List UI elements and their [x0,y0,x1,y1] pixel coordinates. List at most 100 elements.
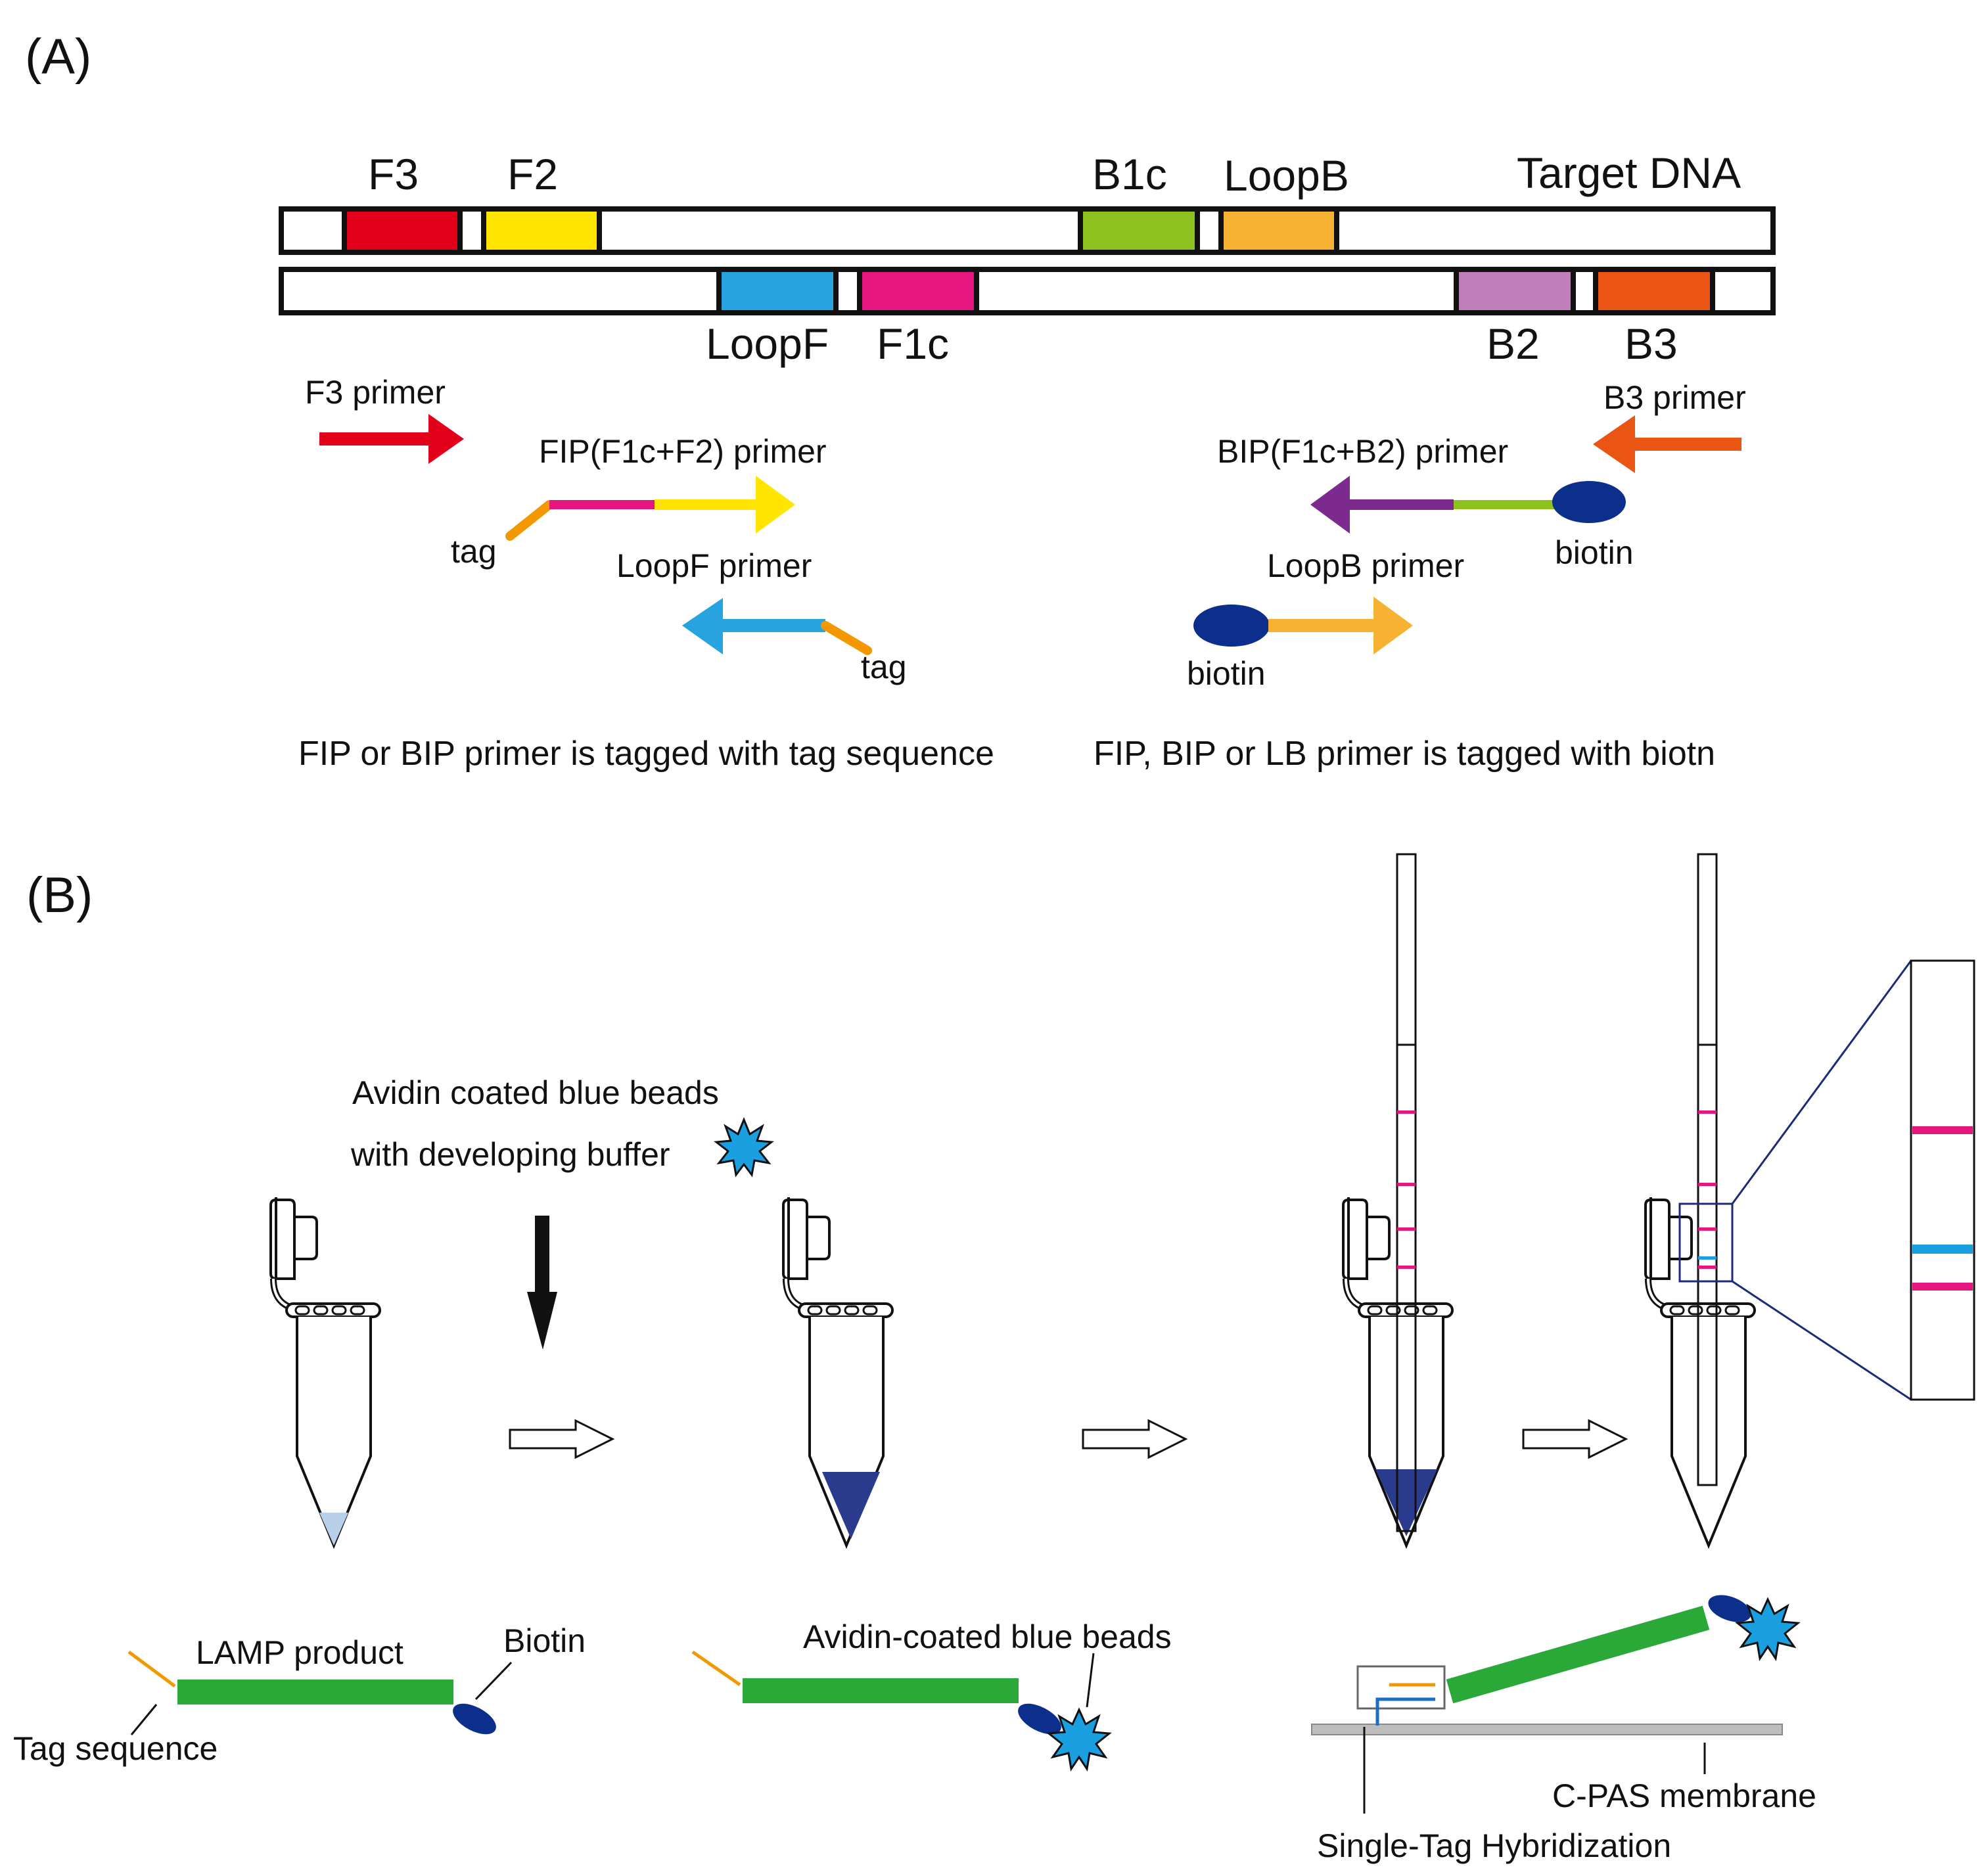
zoom-region [1678,1202,1734,1283]
label-b3-primer: B3 primer [1603,379,1746,416]
strip-4-line [1698,1110,1717,1114]
segment-b3 [1593,267,1715,315]
label-f2: F2 [507,150,558,198]
label-bip-biotin: biotin [1555,534,1634,571]
lamp-product-bar [177,1680,453,1704]
label-fip-primer: FIP(F1c+F2) primer [539,433,827,470]
lamp-product-bar [1446,1605,1710,1704]
label-f3-primer: F3 primer [305,374,446,411]
tube-3-with-strip [1343,853,1452,1545]
loopb-primer-arrow [1268,597,1413,654]
lamp-product: LAMP product Biotin Tag sequence [13,1622,586,1767]
label-avidin-beads: Avidin-coated blue beads [803,1618,1172,1655]
step-arrow-icon [1522,1419,1627,1459]
label-loopf-tag: tag [861,649,907,685]
zoomed-control-line [1912,1126,1973,1134]
fip-f2-arrow [655,476,795,534]
lamp-product-bar [743,1678,1019,1703]
strip-3-line [1397,1227,1416,1231]
label-b3: B3 [1625,319,1678,368]
tube-4-with-strip [1646,853,1975,1545]
label-beads-line1: Avidin coated blue beads [352,1074,719,1111]
leader-line [1086,1653,1095,1708]
note-biotin: FIP, BIP or LB primer is tagged with bio… [1094,735,1715,773]
strip-3-body [1396,1043,1417,1532]
tube-1 [271,1197,380,1545]
label-tag-sequence: Tag sequence [13,1730,218,1767]
add-beads-arrow-icon [527,1216,557,1350]
label-target-dna: Target DNA [1517,149,1741,197]
product-with-beads: Avidin-coated blue beads [691,1618,1172,1772]
panel-b-label: (B) [26,867,93,923]
strip-4-body [1697,1043,1718,1486]
segment-f1c [857,267,979,315]
note-tag-sequence: FIP or BIP primer is tagged with tag seq… [298,735,994,773]
zoomed-control-line [1912,1283,1973,1291]
blue-bead-icon [1735,1597,1801,1661]
b3-primer-arrow [1593,415,1741,473]
step-arrow-icon [1082,1419,1187,1459]
zoomed-test-line [1912,1245,1973,1254]
strip-3-line [1397,1183,1416,1186]
segment-loopb [1218,206,1339,255]
label-loopb: LoopB [1224,151,1349,200]
label-loopb-biotin: biotin [1187,655,1266,692]
panel-a-label: (A) [25,29,91,85]
label-biotin: Biotin [503,1622,586,1659]
tube-2-liquid [822,1472,880,1539]
strip-3-line [1397,1110,1416,1114]
leader-line [130,1704,158,1735]
strip-4-line [1698,1183,1717,1186]
tag-sequence-line [691,1650,741,1687]
loopf-primer-arrow [682,598,825,654]
strip-4-line [1698,1227,1717,1231]
bip-biotin [1552,481,1626,523]
loopf-tag-line [821,621,872,655]
step-arrow-icon [509,1419,614,1459]
tube-1-liquid [319,1513,348,1545]
bip-b2-arrow [1310,476,1454,534]
label-loopf: LoopF [706,319,829,368]
biotin-ellipse [453,1703,496,1735]
capture-probe-line [1375,1697,1435,1726]
label-hybridization: Single-Tag Hybridization [1317,1827,1671,1864]
label-f1c: F1c [877,319,949,368]
tube-3-liquid [1375,1469,1437,1536]
blue-bead-icon [1046,1707,1112,1772]
zoomed-strip [1910,959,1975,1401]
segment-b1c [1078,206,1200,255]
membrane-hybridization: C-PAS membrane Single-Tag Hybridization [1311,1595,1816,1864]
strip-3-line [1397,1266,1416,1269]
zoom-guide-top [1731,960,1912,1204]
tube-2 [783,1197,892,1545]
label-b1c: B1c [1092,150,1167,198]
bead-star-icon [714,1117,774,1178]
strip-4-line [1698,1266,1717,1269]
tag-sequence-line [127,1650,176,1688]
strip-4-top [1697,853,1718,1046]
segment-f3 [342,206,463,255]
strip-3-top [1396,853,1417,1046]
label-f3: F3 [368,150,419,198]
biotin-ellipse [1708,1595,1751,1622]
f3-primer-arrow [319,414,464,464]
loopb-biotin [1193,605,1270,647]
leader-line [474,1661,513,1701]
label-bip-primer: BIP(F1c+B2) primer [1217,433,1508,470]
fip-tag-line [505,500,554,541]
strip-4-test-line [1698,1256,1717,1260]
segment-f2 [481,206,602,255]
label-loopf-primer: LoopF primer [616,547,812,584]
label-b2: B2 [1486,319,1540,368]
zoom-guide-bottom [1732,1280,1912,1401]
hybridization-box [1356,1665,1446,1710]
label-membrane: C-PAS membrane [1552,1777,1816,1814]
label-beads-line2: with developing buffer [350,1136,670,1173]
label-loopb-primer: LoopB primer [1267,547,1464,584]
biotin-ellipse [1018,1703,1061,1735]
segment-b2 [1454,267,1576,315]
label-fip-tag: tag [451,533,497,570]
segment-loopf [716,267,839,315]
